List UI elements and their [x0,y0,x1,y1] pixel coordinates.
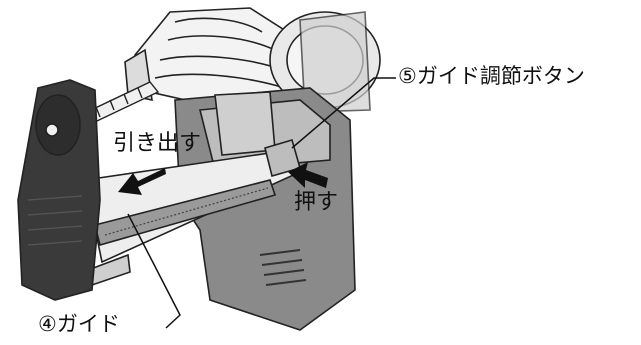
guide-label: ④ガイド [38,312,120,336]
push-arrow [288,162,328,188]
side-handle [269,11,381,113]
adjust-button-leader-line [291,77,396,149]
dust-cup [17,79,101,301]
push-label: 押す [294,190,339,215]
tool-housing [174,87,356,331]
pull-out-arrow [118,168,166,195]
guide-adjust-button-label: ⑤ガイド調節ボタン [398,64,585,88]
guide-leader-line [127,213,181,329]
pull-out-label: 引き出す [113,131,202,156]
